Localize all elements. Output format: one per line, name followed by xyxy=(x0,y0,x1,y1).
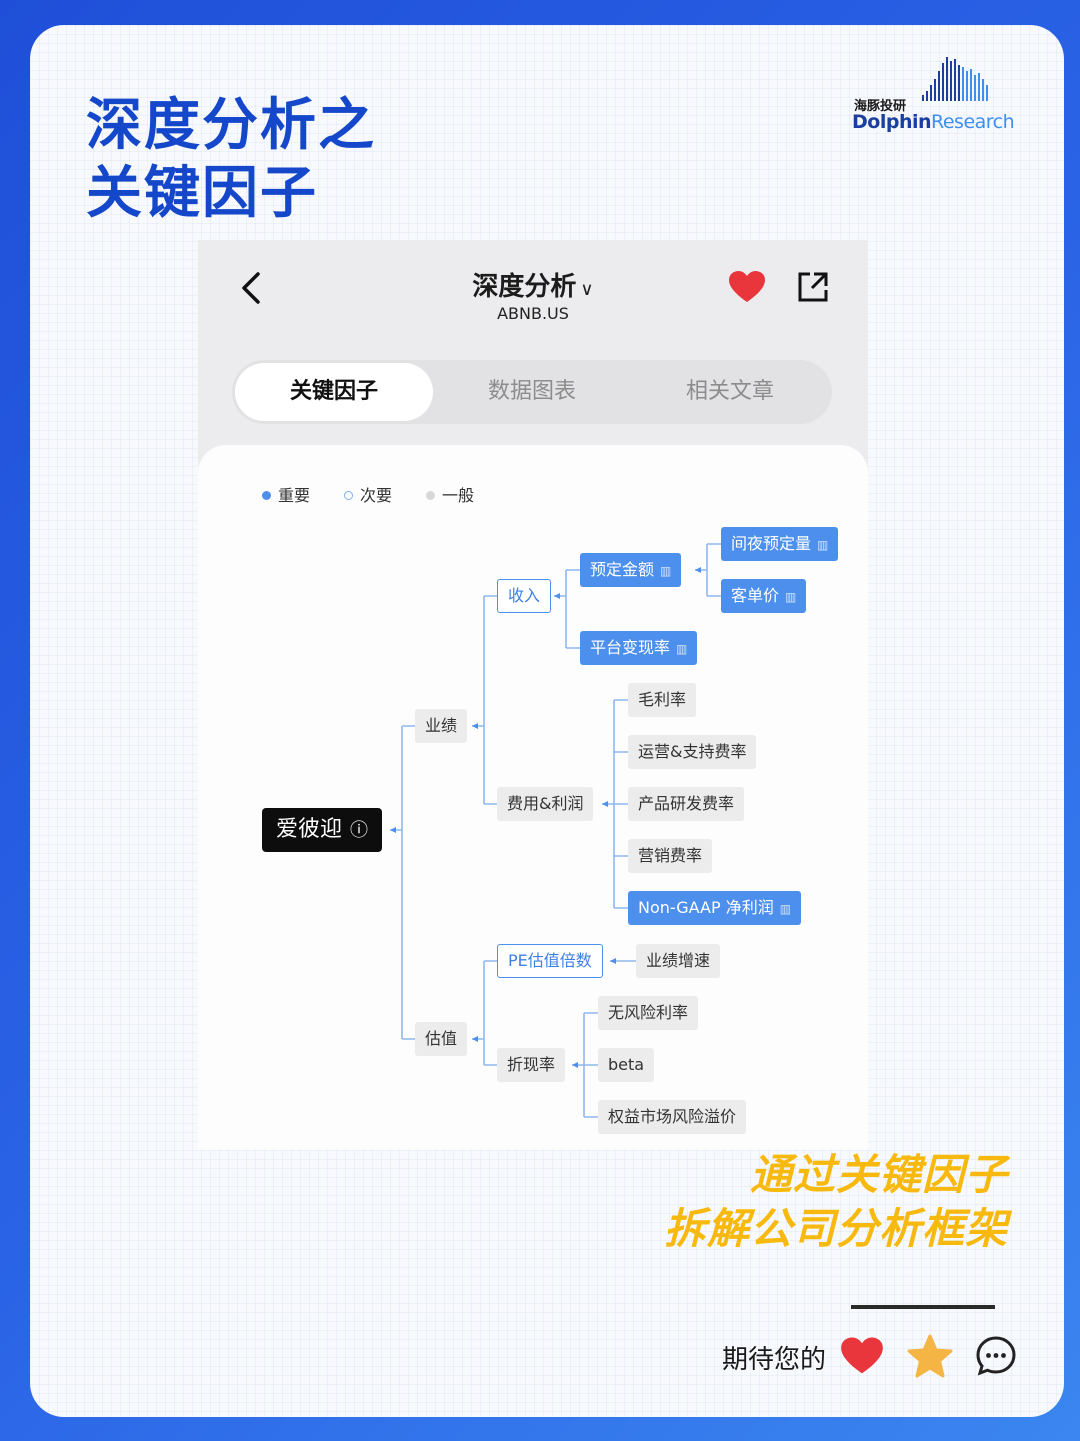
legend-label: 重要 xyxy=(278,486,311,505)
legend-secondary: 次要 xyxy=(344,482,392,506)
bar-chart-icon[interactable]: ▥ xyxy=(779,902,792,916)
poster-headline: 深度分析之 关键因子 xyxy=(86,92,376,228)
legend-dot xyxy=(262,491,271,500)
tab-related-articles[interactable]: 相关文章 xyxy=(685,379,774,404)
bar-chart-icon[interactable]: ▥ xyxy=(660,564,672,578)
node-pe-multiple[interactable]: PE估值倍数 xyxy=(497,944,603,978)
tab-data-charts[interactable]: 数据图表 xyxy=(487,379,576,404)
brand-name-en: DolphinResearch xyxy=(852,111,1015,133)
page-title[interactable]: 深度分析∨ xyxy=(198,266,868,303)
legend-label: 次要 xyxy=(360,486,393,505)
node-rnd-ratio[interactable]: 产品研发费率 xyxy=(628,787,745,821)
node-beta[interactable]: beta xyxy=(598,1048,655,1082)
node-take-rate[interactable]: 平台变现率 ▥ xyxy=(580,631,698,665)
bar-chart-icon[interactable]: ▥ xyxy=(785,590,797,604)
headline-line-2: 关键因子 xyxy=(86,161,318,226)
node-performance[interactable]: 业绩 xyxy=(415,709,468,743)
legend-general: 一般 xyxy=(426,482,474,506)
brand-logo: 海豚投研 DolphinResearch xyxy=(852,55,1015,135)
brand-name-en-bold: Dolphin xyxy=(852,111,932,133)
node-ops-support-ratio[interactable]: 运营&支持费率 xyxy=(628,735,757,769)
node-equity-risk-premium[interactable]: 权益市场风险溢价 xyxy=(598,1100,747,1134)
share-icon[interactable] xyxy=(796,270,830,304)
node-growth-rate[interactable]: 业绩增速 xyxy=(636,944,721,978)
slogan: 通过关键因子 拆解公司分析框架 xyxy=(664,1148,1008,1256)
favorite-heart-icon[interactable] xyxy=(728,270,766,304)
legend-dot xyxy=(344,491,353,500)
node-avg-price[interactable]: 客单价 ▥ xyxy=(721,579,807,613)
node-nights-booked[interactable]: 间夜预定量 ▥ xyxy=(721,527,839,561)
root-node[interactable]: 爱彼迎 ⓘ xyxy=(262,808,383,852)
ticker-label: ABNB.US xyxy=(497,304,569,323)
node-gross-margin[interactable]: 毛利率 xyxy=(628,683,697,717)
legend-important: 重要 xyxy=(262,482,310,506)
node-revenue[interactable]: 收入 xyxy=(497,579,552,613)
app-screenshot: 深度分析∨ ABNB.US 关键因子 数据图表 相关文章 xyxy=(198,240,868,1150)
tab-key-factors[interactable]: 关键因子 xyxy=(235,363,433,421)
cta-text: 期待您的 xyxy=(722,1345,827,1375)
slogan-line-2: 拆解公司分析框架 xyxy=(663,1204,1008,1253)
back-arrow-icon[interactable] xyxy=(236,268,266,308)
legend-dot xyxy=(426,491,435,500)
bar-logo-icon xyxy=(922,57,988,101)
brand-name-en-light: Research xyxy=(931,111,1015,133)
slogan-line-1: 通过关键因子 xyxy=(749,1150,1008,1199)
headline-line-1: 深度分析之 xyxy=(86,93,376,158)
node-cost-profit[interactable]: 费用&利润 xyxy=(497,787,594,821)
chevron-down-icon: ∨ xyxy=(580,279,594,300)
node-label: 平台变现率 xyxy=(590,638,671,657)
node-discount-rate[interactable]: 折现率 xyxy=(497,1048,566,1082)
node-booking-value[interactable]: 预定金额 ▥ xyxy=(580,553,682,587)
node-marketing-ratio[interactable]: 营销费率 xyxy=(628,839,713,873)
node-label: 间夜预定量 xyxy=(731,534,812,553)
comment-icon[interactable] xyxy=(975,1335,1017,1377)
node-label: Non-GAAP 净利润 xyxy=(638,898,774,917)
tab-bar: 关键因子 数据图表 相关文章 xyxy=(232,360,832,424)
brand-name-cn: 海豚投研 xyxy=(854,99,907,114)
legend-label: 一般 xyxy=(442,486,475,505)
node-risk-free-rate[interactable]: 无风险利率 xyxy=(598,996,699,1030)
page-title-text: 深度分析 xyxy=(472,272,577,302)
divider xyxy=(851,1305,995,1309)
info-icon[interactable]: ⓘ xyxy=(350,820,369,841)
star-icon[interactable] xyxy=(906,1333,954,1379)
root-label: 爱彼迎 xyxy=(276,817,343,842)
bar-chart-icon[interactable]: ▥ xyxy=(817,538,829,552)
like-heart-icon[interactable] xyxy=(840,1336,884,1376)
bar-chart-icon[interactable]: ▥ xyxy=(676,642,688,656)
node-valuation[interactable]: 估值 xyxy=(415,1022,468,1056)
node-label: 客单价 xyxy=(731,586,780,605)
node-label: 预定金额 xyxy=(590,560,655,579)
node-nongaap-net-income[interactable]: Non-GAAP 净利润 ▥ xyxy=(628,891,802,925)
